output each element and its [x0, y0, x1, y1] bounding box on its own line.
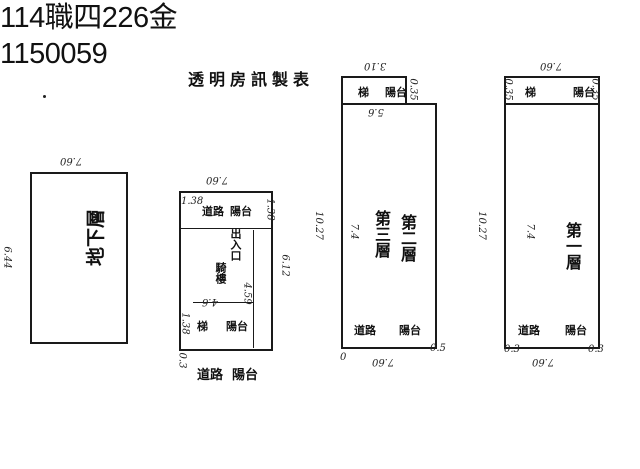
upper-a-label-3f: 第三層 — [372, 210, 391, 258]
basement-width: 7.60 — [60, 155, 83, 166]
upper-a-depth: 10.27 — [312, 211, 324, 240]
ground-balcony-mark: 陽台 — [226, 320, 248, 333]
upper-a-stair-mark: 梯 — [358, 86, 369, 99]
ground-width: 7.60 — [206, 174, 229, 185]
upper-a-balcony-mark: 陽台 — [385, 86, 407, 99]
ground-inner-depth: 4.59 — [241, 282, 253, 305]
ground-inner-line — [193, 302, 253, 303]
ground-stair-mark: 梯 — [197, 320, 208, 333]
upper-b-stair-mark: 梯 — [525, 86, 536, 99]
upper-a-corner: 0.35 — [407, 78, 419, 101]
ground-front-line — [179, 228, 273, 229]
ground-side-left: 1.38 — [181, 196, 204, 207]
ground-street-below-1: 道路 — [197, 368, 224, 383]
upper-b-outline — [504, 103, 600, 349]
ground-inner-wall — [253, 230, 254, 348]
upper-b-bottom-left: 0.3 — [504, 344, 520, 355]
upper-a-inner-depth: 7.4 — [348, 223, 360, 240]
upper-b-corner-left: 0.35 — [502, 78, 514, 101]
case-number: 114職四226金 — [0, 2, 178, 34]
speck — [43, 95, 46, 98]
upper-b-balcony-bottom: 陽台 — [565, 324, 587, 337]
basement-outline — [30, 172, 128, 344]
upper-a-bottom-left: 0 — [340, 352, 347, 363]
upper-b-width: 7.60 — [532, 356, 555, 367]
ground-road-mark-2: 陽台 — [230, 205, 252, 218]
upper-b-bottom-right: 0.3 — [588, 344, 604, 355]
upper-a-top-width: 3.10 — [364, 60, 387, 71]
ground-inner-width: 4.6 — [202, 296, 218, 307]
case-stamp: 114職四226金 1150059 — [0, 0, 640, 72]
upper-a-label-2f: 第二層 — [398, 214, 417, 262]
upper-a-top-bay — [341, 76, 407, 105]
document-title: 透明房訊製表 — [188, 70, 315, 89]
ground-outline — [179, 191, 273, 351]
ground-depth: 6.12 — [279, 254, 291, 277]
upper-b-top-bay — [504, 76, 600, 105]
ground-room-1: 出入口 — [229, 228, 242, 261]
ground-road-mark-1: 道路 — [202, 205, 224, 218]
ground-room-2: 騎樓 — [214, 262, 227, 284]
upper-b-balcony-mark: 陽台 — [573, 86, 595, 99]
upper-a-width: 7.60 — [372, 356, 395, 367]
upper-b-label: 第一層 — [563, 222, 582, 270]
basement-depth: 6.44 — [1, 246, 13, 269]
upper-a-street-mark: 道路 — [354, 324, 376, 337]
upper-b-inner-depth: 7.4 — [524, 223, 536, 240]
upper-b-street-mark: 道路 — [518, 324, 540, 337]
basement-label: 地下層 — [85, 208, 108, 267]
upper-b-top-width: 7.60 — [540, 60, 563, 71]
upper-a-balcony-bottom: 陽台 — [399, 324, 421, 337]
ground-side-right: 1.38 — [264, 198, 276, 221]
ground-corner-left: 1.38 — [179, 312, 191, 335]
upper-a-bottom-right: 0.5 — [430, 343, 446, 354]
ground-corner-bottom: 0.3 — [176, 352, 188, 369]
upper-a-inner-width: 5.6 — [368, 106, 384, 117]
case-code: 1150059 — [0, 38, 108, 70]
upper-b-depth: 10.27 — [475, 211, 487, 240]
ground-street-below-2: 陽台 — [232, 368, 259, 383]
